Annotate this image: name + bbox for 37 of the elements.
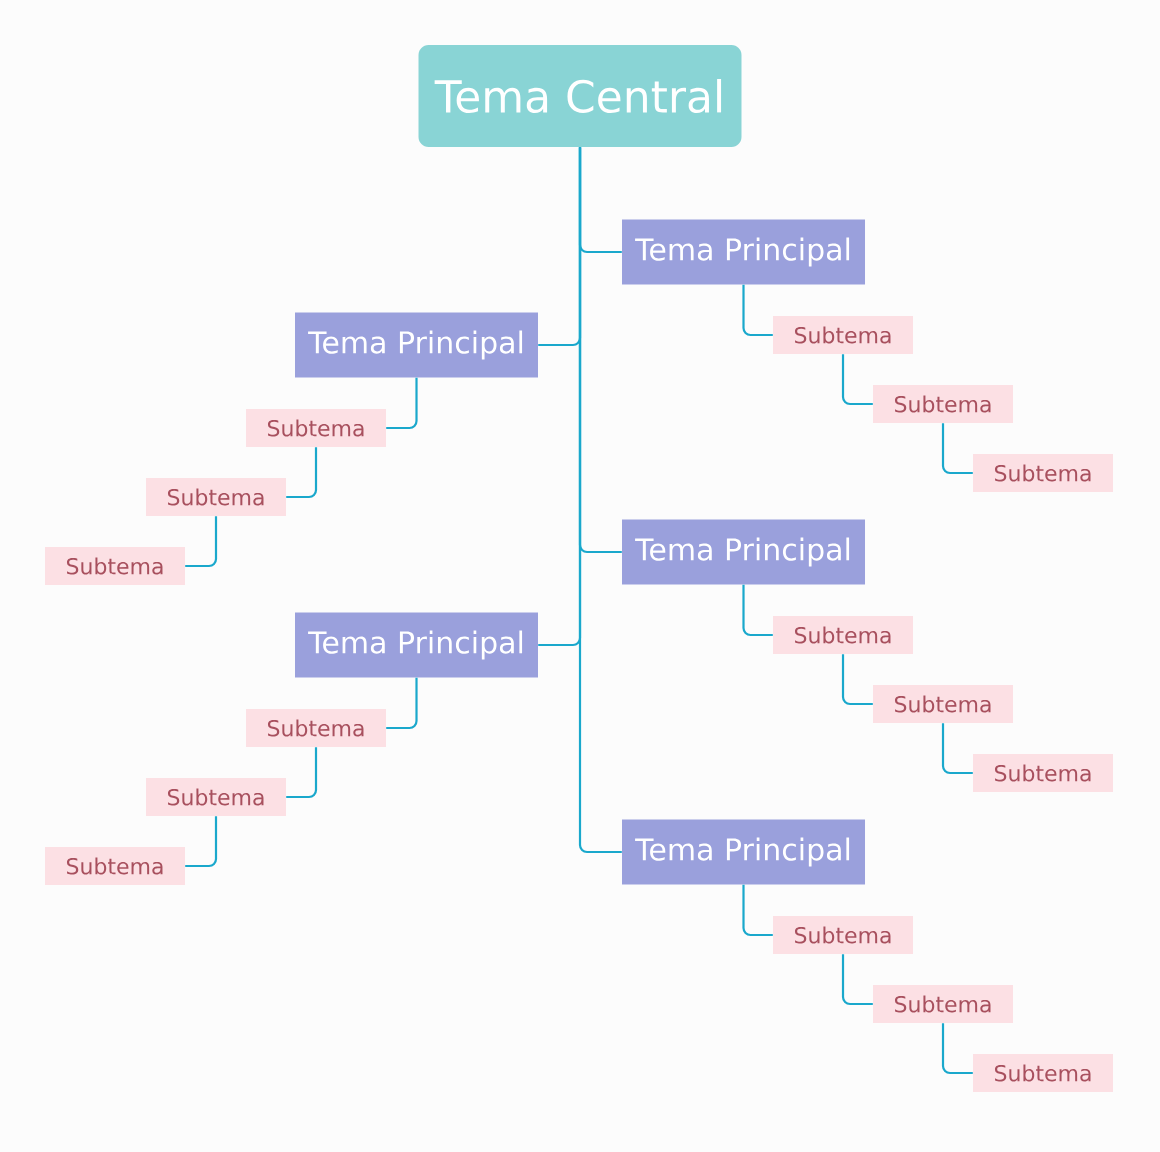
connector-line bbox=[841, 354, 873, 406]
main-topic-box: Tema Principal bbox=[622, 819, 865, 885]
connector-line bbox=[185, 516, 218, 568]
main-topic-box: Tema Principal bbox=[622, 219, 865, 285]
subtopic-box: Subtema bbox=[45, 847, 185, 885]
subtopic-box: Subtema bbox=[873, 685, 1013, 723]
connector-line bbox=[742, 584, 773, 637]
connector-line bbox=[742, 284, 773, 337]
subtopic-box: Subtema bbox=[773, 316, 913, 354]
subtopic-box: Subtema bbox=[246, 409, 386, 447]
subtopic-box: Subtema bbox=[773, 616, 913, 654]
connector-line bbox=[941, 1023, 973, 1075]
connector-line bbox=[941, 423, 973, 475]
connector-line bbox=[386, 377, 418, 430]
connector-line bbox=[742, 884, 773, 937]
central-topic-box: Tema Central bbox=[418, 45, 742, 147]
subtopic-box: Subtema bbox=[146, 478, 286, 516]
connector-line bbox=[286, 447, 318, 499]
main-topic-box: Tema Principal bbox=[295, 312, 538, 378]
subtopic-box: Subtema bbox=[973, 454, 1113, 492]
main-topic-box: Tema Principal bbox=[622, 519, 865, 585]
subtopic-box: Subtema bbox=[973, 1054, 1113, 1092]
connector-line bbox=[578, 147, 622, 854]
main-topic-box: Tema Principal bbox=[295, 612, 538, 678]
subtopic-box: Subtema bbox=[873, 385, 1013, 423]
subtopic-box: Subtema bbox=[246, 709, 386, 747]
subtopic-box: Subtema bbox=[45, 547, 185, 585]
connector-line bbox=[941, 723, 973, 775]
subtopic-box: Subtema bbox=[773, 916, 913, 954]
connector-line bbox=[841, 654, 873, 706]
connector-line bbox=[386, 677, 418, 730]
subtopic-box: Subtema bbox=[146, 778, 286, 816]
subtopic-box: Subtema bbox=[873, 985, 1013, 1023]
connector-line bbox=[286, 747, 318, 799]
connector-line bbox=[185, 816, 218, 868]
subtopic-box: Subtema bbox=[973, 754, 1113, 792]
connector-line bbox=[841, 954, 873, 1006]
